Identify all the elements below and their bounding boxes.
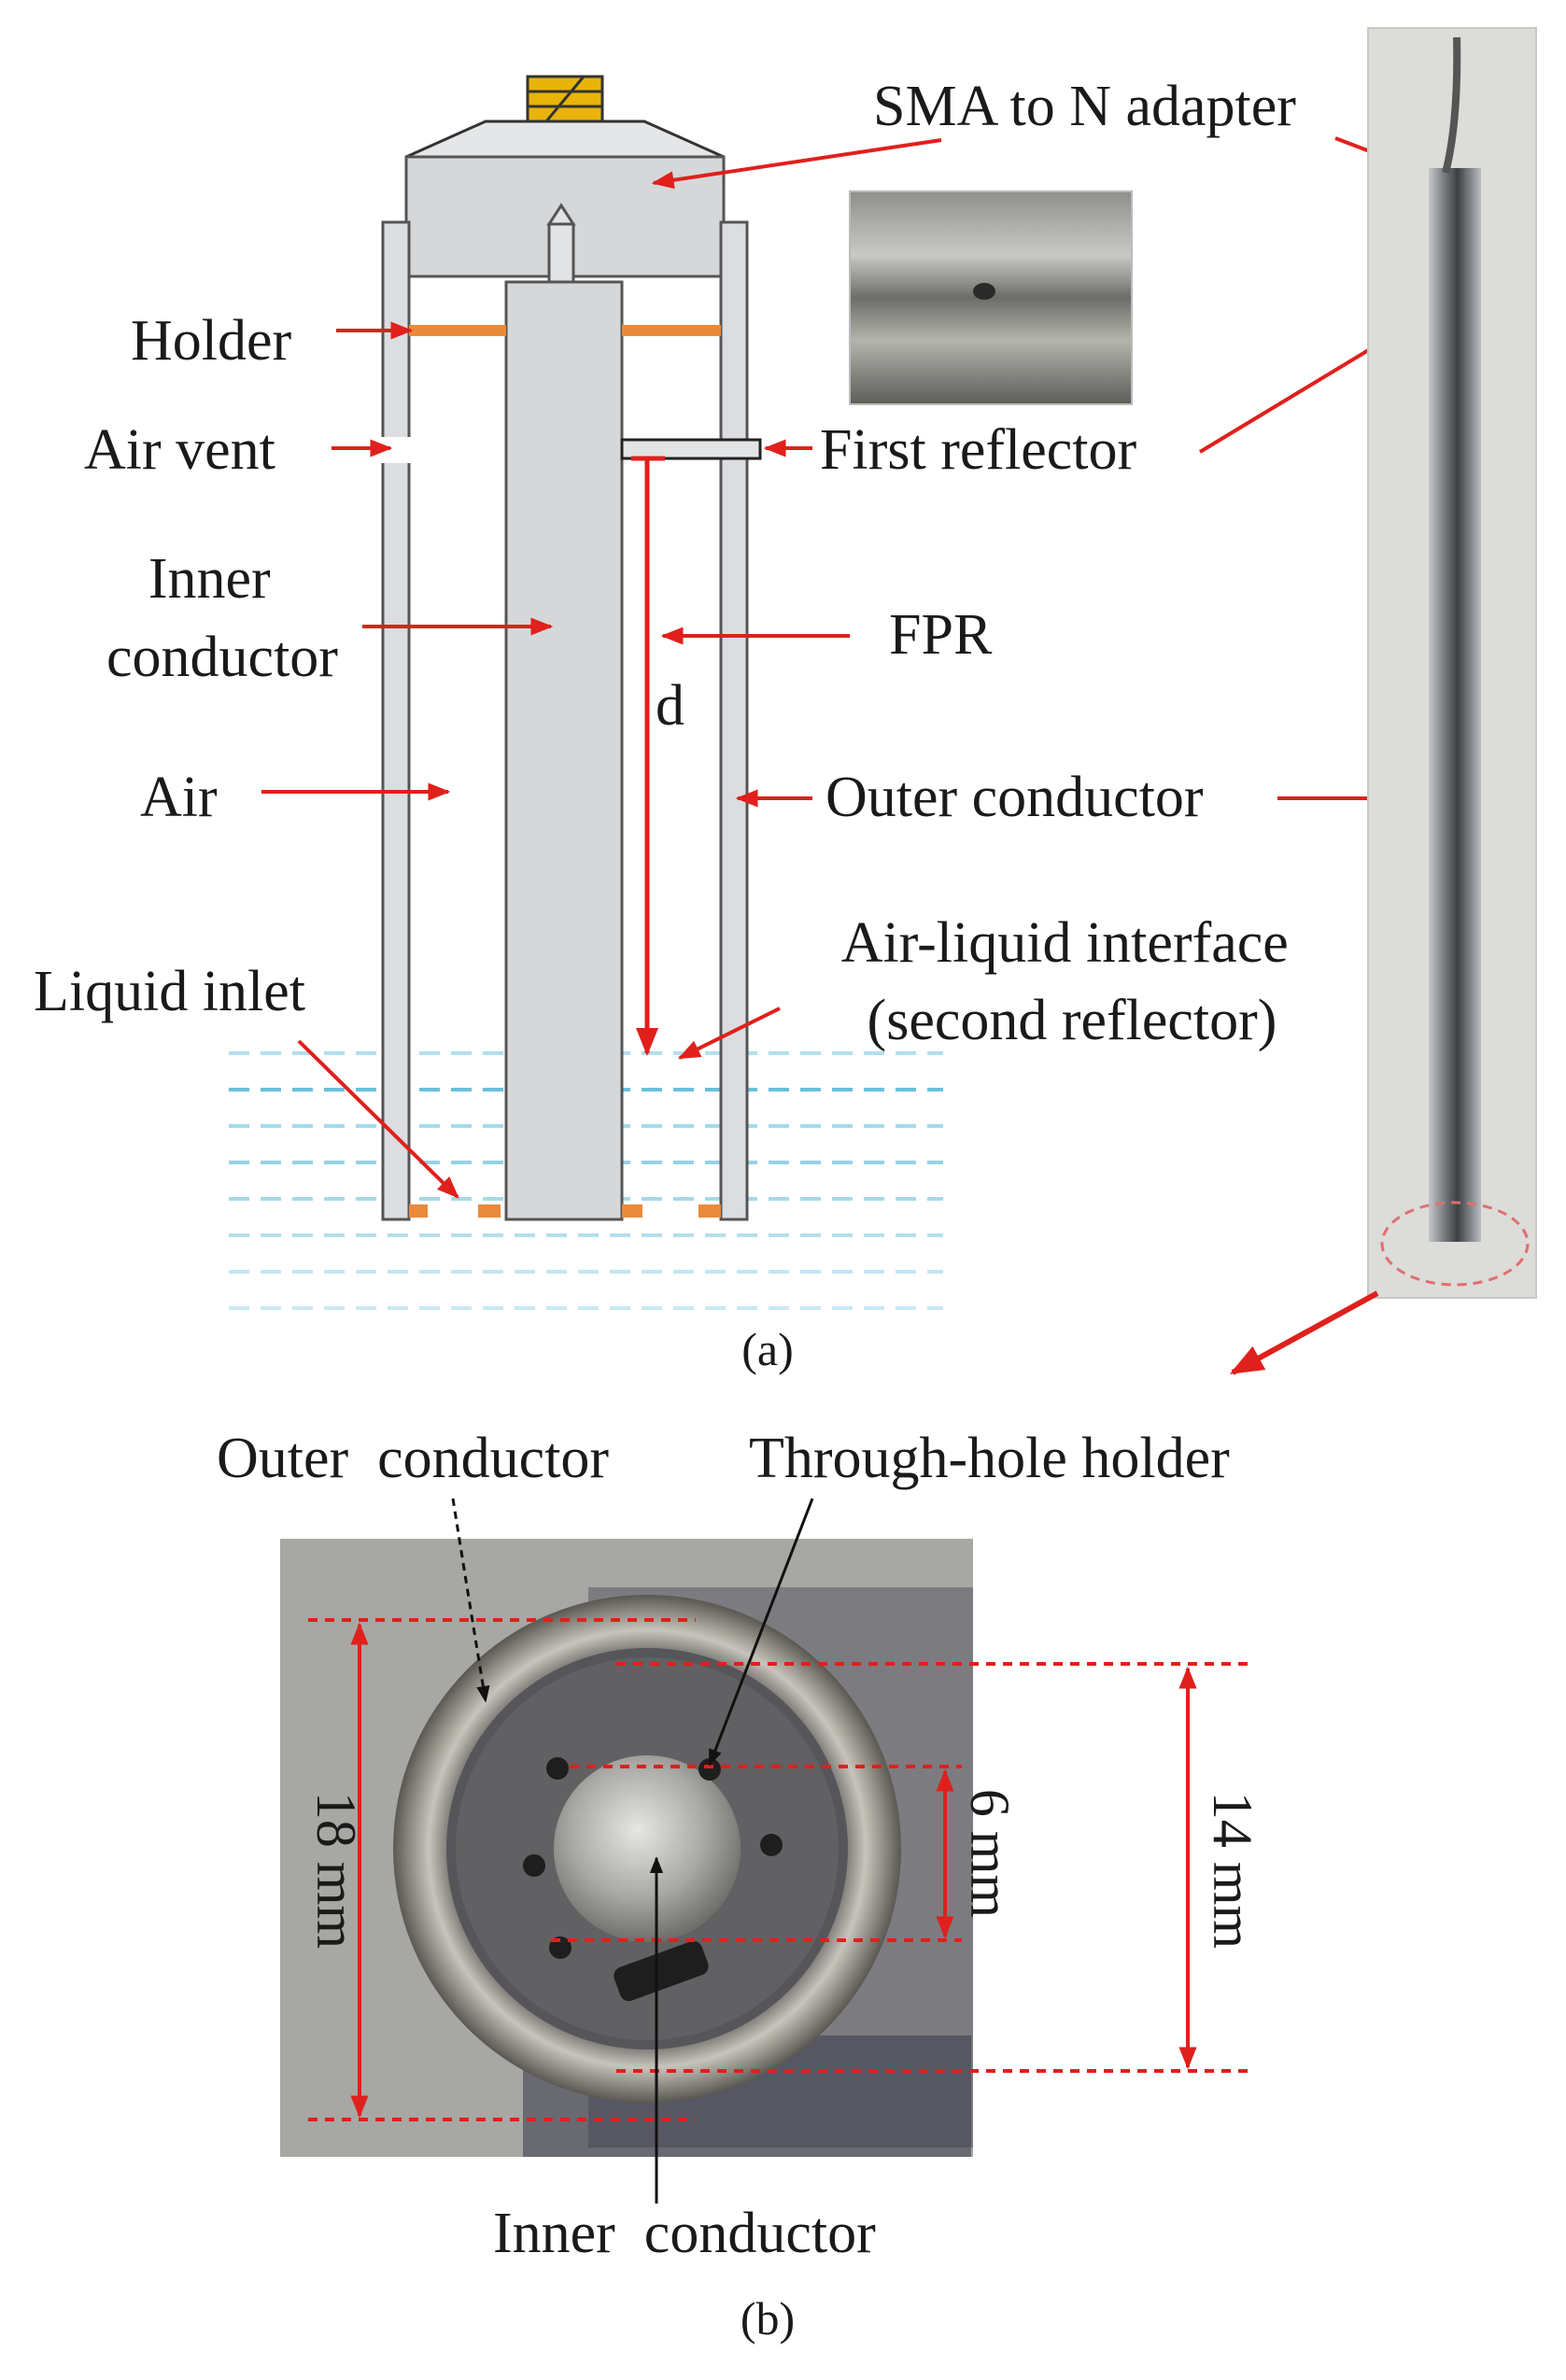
d-label: d bbox=[656, 674, 684, 738]
air-vent-label: Air vent bbox=[84, 418, 275, 482]
outer-conductor-right-wall bbox=[719, 220, 749, 1221]
holder-left bbox=[409, 325, 506, 336]
holder-right bbox=[622, 325, 721, 336]
inner-conductor-rod bbox=[504, 280, 624, 1221]
fpr-label: FPR bbox=[889, 603, 993, 667]
panel-b-pointers bbox=[451, 1498, 814, 2204]
cross-section-photo bbox=[280, 1539, 973, 2157]
panel-b: Outer conductor Through-hole holder Inne… bbox=[217, 1427, 1263, 2345]
dim-6mm-label: 6 mm bbox=[959, 1789, 1021, 1918]
outer-conductor-left-wall bbox=[381, 220, 411, 1221]
interface-line2: (second reflector) bbox=[868, 989, 1277, 1052]
center-pin bbox=[547, 222, 575, 284]
liquid-inlet-label: Liquid inlet bbox=[34, 960, 305, 1023]
caption-b: (b) bbox=[741, 2292, 795, 2345]
holder-label: Holder bbox=[131, 309, 292, 373]
first-reflector-rod bbox=[620, 438, 762, 460]
zoom-arrow bbox=[1229, 1290, 1379, 1375]
caption-a: (a) bbox=[741, 1323, 794, 1375]
inner-conductor-label: Inner conductor bbox=[106, 547, 338, 689]
sensor-photo bbox=[1367, 27, 1537, 1299]
dim-18mm-label: 18 mm bbox=[305, 1792, 367, 1949]
inner-conductor-line1: Inner bbox=[148, 547, 271, 611]
dim-14mm-label: 14 mm bbox=[1202, 1792, 1263, 1949]
through-hole-holder-label: Through-hole holder bbox=[749, 1427, 1230, 1490]
panel-a: FPR d SMA to N adapter Holder Air vent F… bbox=[34, 27, 1537, 1375]
inner-conductor-b-label: Inner conductor bbox=[493, 2202, 876, 2265]
outer-conductor-label: Outer conductor bbox=[825, 766, 1204, 829]
inner-conductor-line2: conductor bbox=[106, 626, 338, 689]
sma-adapter-label: SMA to N adapter bbox=[873, 75, 1296, 138]
first-reflector-photo bbox=[849, 190, 1133, 405]
interface-line1: Air-liquid interface bbox=[841, 911, 1289, 975]
interface-label: Air-liquid interface (second reflector) bbox=[841, 911, 1304, 1052]
dimension-lines bbox=[308, 1618, 1249, 2121]
air-label: Air bbox=[140, 766, 218, 829]
bottom-holders bbox=[409, 1204, 721, 1218]
first-reflector-label: First reflector bbox=[820, 418, 1137, 482]
outer-conductor-b-label: Outer conductor bbox=[217, 1427, 609, 1490]
